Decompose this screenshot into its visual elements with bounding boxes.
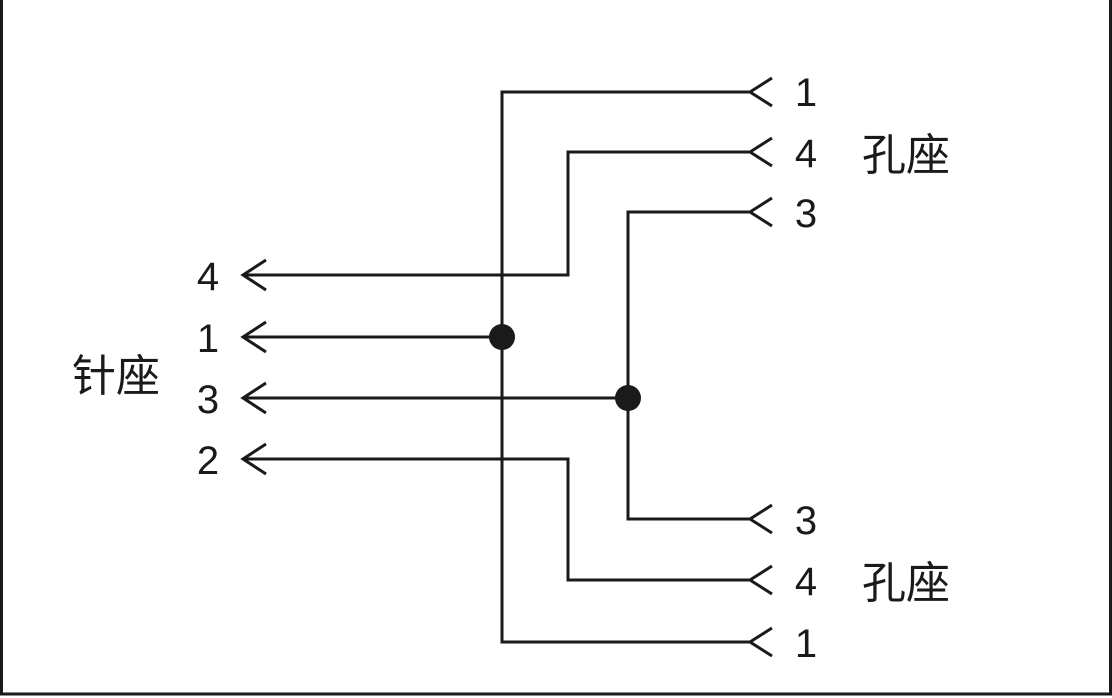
right-bottom-pin-label: 4 <box>795 560 817 604</box>
junction-pin1 <box>489 324 515 350</box>
left-arrow-icon <box>240 258 267 292</box>
left-pin-label: 3 <box>197 378 219 422</box>
wire-pin2-bottom <box>243 457 750 582</box>
right-bottom-connector-label: 孔座 <box>862 558 950 609</box>
left-pin-label: 2 <box>197 439 219 483</box>
socket-chevron-icon <box>747 136 773 168</box>
right-top-pin-label: 4 <box>795 132 817 176</box>
left-pin-label: 1 <box>197 317 219 361</box>
left-arrow-icon <box>240 381 267 415</box>
right-bottom-pin-label: 1 <box>795 622 817 666</box>
left-arrow-icon <box>240 442 267 476</box>
right-top-pin-label: 3 <box>795 192 817 236</box>
right-top-connector-label: 孔座 <box>862 130 950 181</box>
wire-pin4-top <box>243 150 750 277</box>
left-connector-label: 针座 <box>72 351 160 402</box>
socket-chevron-icon <box>747 196 773 228</box>
right-bottom-pin-label: 3 <box>795 499 817 543</box>
socket-chevron-icon <box>747 564 773 596</box>
wire-pin1-trunk <box>500 90 750 644</box>
left-pin-label: 4 <box>197 255 219 299</box>
socket-chevron-icon <box>747 626 773 658</box>
left-arrow-icon <box>240 320 267 354</box>
socket-chevron-icon <box>747 503 773 535</box>
socket-chevron-icon <box>747 76 773 108</box>
junction-pin3 <box>615 385 641 411</box>
wire-pin3-trunk <box>626 210 750 521</box>
right-top-pin-label: 1 <box>795 71 817 115</box>
